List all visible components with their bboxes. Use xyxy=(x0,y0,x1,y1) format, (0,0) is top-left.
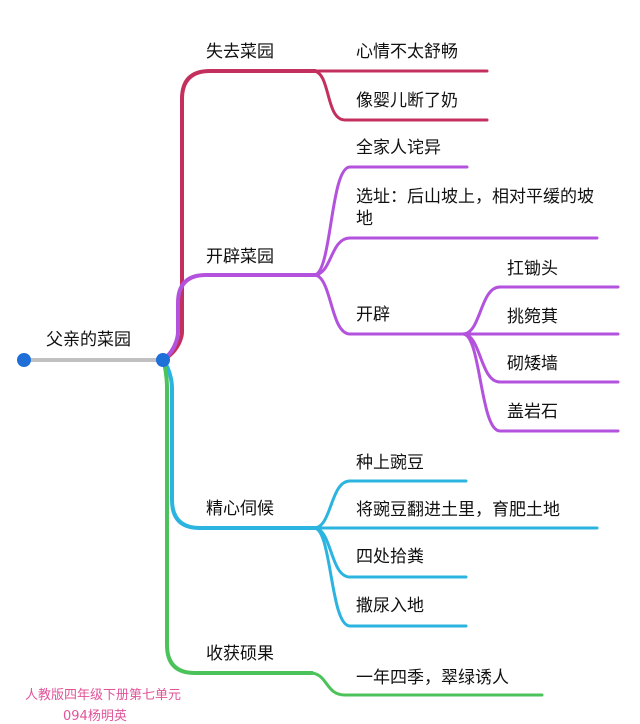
topic-urine-line xyxy=(312,526,468,628)
root-topic-label[interactable]: 父亲的菜园 xyxy=(46,330,131,350)
topic-urine-label[interactable]: 撒尿入地 xyxy=(356,596,424,616)
topic-site-selection-line xyxy=(312,236,599,277)
topic-baskets-label[interactable]: 挑箢萁 xyxy=(507,307,558,327)
topic-weaned-line xyxy=(311,69,489,122)
topic-family-surprised-line xyxy=(312,165,469,277)
topic-fertilize-label[interactable]: 将豌豆翻进土里，育肥土地 xyxy=(356,500,560,520)
root-hub-dot[interactable] xyxy=(156,353,170,367)
topic-evergreen-label[interactable]: 一年四季，翠绿诱人 xyxy=(356,668,509,688)
topic-wall-label[interactable]: 砌矮墙 xyxy=(507,354,558,374)
topic-hoe-label[interactable]: 扛锄头 xyxy=(507,259,558,279)
topic-reclaim-label[interactable]: 开辟 xyxy=(356,305,390,325)
topic-family-surprised-label[interactable]: 全家人诧异 xyxy=(356,138,441,158)
topic-site-selection-label[interactable]: 选址：后山坡上，相对平缓的坡地 xyxy=(356,187,594,229)
topic-evergreen-line xyxy=(308,671,544,697)
topic-reclaim-line xyxy=(312,273,467,336)
branch-careful-tending-line xyxy=(161,358,318,530)
branch-harvest-label[interactable]: 收获硕果 xyxy=(206,644,274,664)
topic-plant-peas-label[interactable]: 种上豌豆 xyxy=(356,453,424,473)
branch-lost-garden-label[interactable]: 失去菜园 xyxy=(206,42,274,62)
root-start-dot[interactable] xyxy=(17,353,31,367)
footer-course-label: 人教版四年级下册第七单元 xyxy=(25,688,182,703)
topic-collect-manure-label[interactable]: 四处拾粪 xyxy=(356,547,424,567)
branch-careful-tending-label[interactable]: 精心伺候 xyxy=(206,499,274,519)
topic-unhappy-label[interactable]: 心情不太舒畅 xyxy=(356,42,458,62)
footer-author-label: 094杨明英 xyxy=(63,709,127,724)
branch-open-garden-label[interactable]: 开辟菜园 xyxy=(206,247,274,267)
branch-harvest-line xyxy=(161,358,314,675)
topic-hoe-line xyxy=(461,285,620,336)
topic-rocks-label[interactable]: 盖岩石 xyxy=(507,402,558,422)
branch-lost-garden-line xyxy=(161,69,317,362)
topic-plant-peas-line xyxy=(312,479,468,530)
topic-weaned-label[interactable]: 像婴儿断了奶 xyxy=(356,91,458,111)
branch-open-garden-line xyxy=(161,273,320,362)
topic-rocks-line xyxy=(461,332,620,433)
